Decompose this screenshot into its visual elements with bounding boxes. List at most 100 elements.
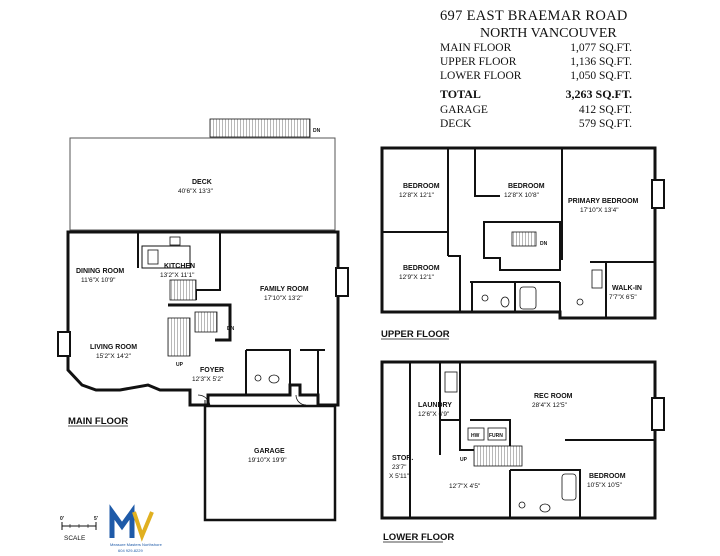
area-label: GARAGE [440, 104, 488, 116]
wall [409, 362, 511, 518]
shower-icon [591, 269, 603, 289]
wall [509, 439, 655, 518]
scale-label: SCALE [64, 535, 86, 542]
floor-title-upper: UPPER FLOOR [381, 329, 450, 340]
basin-icon [576, 298, 584, 306]
room-name-stor: STOR. [392, 455, 413, 462]
kitchen-island [141, 245, 191, 269]
room-name-bed2: BEDROOM [508, 183, 545, 190]
room-dims-family: 17'10"X 13'2" [264, 295, 303, 302]
area-row-lower: LOWER FLOOR 1,050 SQ.FT. [440, 70, 660, 84]
lower-stairs [473, 445, 523, 467]
wall [470, 261, 655, 318]
room-dims-rec: 28'4"X 12'5" [532, 402, 568, 409]
area-label: DECK [440, 118, 472, 130]
wall [195, 232, 221, 300]
wall [382, 148, 563, 312]
wall [300, 349, 325, 405]
room-dims-deck: 40'6"X 13'3" [178, 188, 214, 195]
room-name-kitchen: KITCHEN [164, 263, 195, 270]
area-label: MAIN FLOOR [440, 42, 512, 54]
room-name-dining: DINING ROOM [76, 268, 124, 275]
area-value: 1,050 SQ.FT. [570, 70, 632, 82]
area-row-deck: DECK 579 SQ.FT. [440, 118, 660, 132]
bathtub-icon [519, 286, 537, 310]
basin-icon [518, 501, 526, 509]
lower-exterior-wall [380, 360, 657, 520]
furn-box [487, 427, 507, 441]
main-stairs-down [194, 311, 218, 333]
toilet-icon [500, 296, 510, 308]
room-name-living: LIVING ROOM [90, 344, 137, 351]
room-dims-bed3: 12'9"X 12'1" [399, 274, 435, 281]
room-dims-laundry: 12'6"X 6'9" [418, 411, 450, 418]
toilet-icon [268, 374, 280, 384]
logo-phone: 604 929-8229 [118, 548, 143, 553]
room-dims-dining: 11'6"X 10'9" [81, 277, 116, 284]
room-name-primary: PRIMARY BEDROOM [568, 198, 639, 205]
shower-icon [561, 473, 577, 501]
room-dims-primary: 17'10"X 13'4" [580, 207, 619, 214]
garage-outline [203, 404, 337, 522]
total-label: TOTAL [440, 87, 481, 101]
area-row-upper: UPPER FLOOR 1,136 SQ.FT. [440, 56, 660, 70]
room-dims-stor-1: 23'7" [392, 464, 407, 471]
address-line1: 697 EAST BRAEMAR ROAD [440, 8, 628, 24]
hall-dims: 12'7"X 4'5" [449, 483, 481, 490]
area-value: 412 SQ.FT. [578, 104, 632, 116]
lower-floor-plan: HW FURN UP LAUNDRY 12'6"X 6'9" REC ROOM … [380, 360, 665, 543]
basin-icon [481, 294, 489, 302]
washer-icon [444, 371, 458, 393]
area-value: 1,077 SQ.FT. [570, 42, 632, 54]
room-name-rec: REC ROOM [534, 393, 573, 400]
room-dims-bed2: 12'8"X 10'8" [504, 192, 540, 199]
sink-icon [147, 249, 159, 265]
room-dims-garage: 19'10"X 19'9" [248, 457, 287, 464]
basin-icon [254, 374, 262, 382]
room-name-garage: GARAGE [254, 448, 285, 455]
door-swing [295, 394, 307, 406]
area-row-total: TOTAL 3,263 SQ.FT. [440, 87, 660, 101]
scale-bar: 0' 5' SCALE [60, 516, 98, 542]
living-fireplace [57, 331, 71, 357]
room-dims-living: 15'2"X 14'2" [96, 353, 132, 360]
logo-company: Measure Masters Northshore [110, 542, 163, 547]
logo-v-icon [132, 511, 154, 542]
stair-up-label: UP [176, 362, 184, 368]
scale-start: 0' [60, 516, 64, 522]
room-name-foyer: FOYER [200, 367, 224, 374]
range-icon [169, 236, 181, 246]
room-name-walkin: WALK-IN [612, 285, 642, 292]
upper-stairs [511, 231, 537, 247]
logo-m-icon [109, 504, 135, 538]
area-label: UPPER FLOOR [440, 56, 517, 68]
room-name-bed1: BEDROOM [403, 183, 440, 190]
pantry-shelves [169, 279, 197, 301]
area-value: 579 SQ.FT. [578, 118, 632, 130]
deck-stairs [209, 118, 311, 138]
address-line2: NORTH VANCOUVER [480, 26, 617, 41]
main-floor-plan: DN DN UP DECK 40'6"X 13'3" DINING ROOM 1… [57, 118, 349, 522]
upper-exterior-wall [380, 146, 657, 320]
room-name-lower-bedroom: BEDROOM [589, 473, 626, 480]
area-value: 1,136 SQ.FT. [570, 56, 632, 68]
room-name-deck: DECK [192, 179, 212, 186]
room-name-bed3: BEDROOM [403, 265, 440, 272]
family-fireplace [335, 267, 349, 297]
primary-fireplace [651, 179, 665, 209]
company-logo: Measure Masters Northshore 604 929-8229 [109, 504, 163, 553]
main-stairs [167, 317, 191, 357]
wall [168, 303, 232, 342]
deck-dn-label: DN [313, 128, 321, 134]
room-dims-lower-bedroom: 10'5"X 10'5" [587, 482, 623, 489]
hw-box [467, 427, 485, 441]
room-dims-bed1: 12'8"X 12'1" [399, 192, 435, 199]
floor-title-lower: LOWER FLOOR [383, 532, 454, 543]
stairwell-wall [483, 221, 561, 271]
room-name-family: FAMILY ROOM [260, 286, 309, 293]
furn-label: FURN [489, 433, 503, 439]
toilet-icon [539, 503, 551, 513]
room-dims-walkin: 7'7"X 6'5" [609, 294, 637, 301]
rec-fireplace [651, 397, 665, 431]
